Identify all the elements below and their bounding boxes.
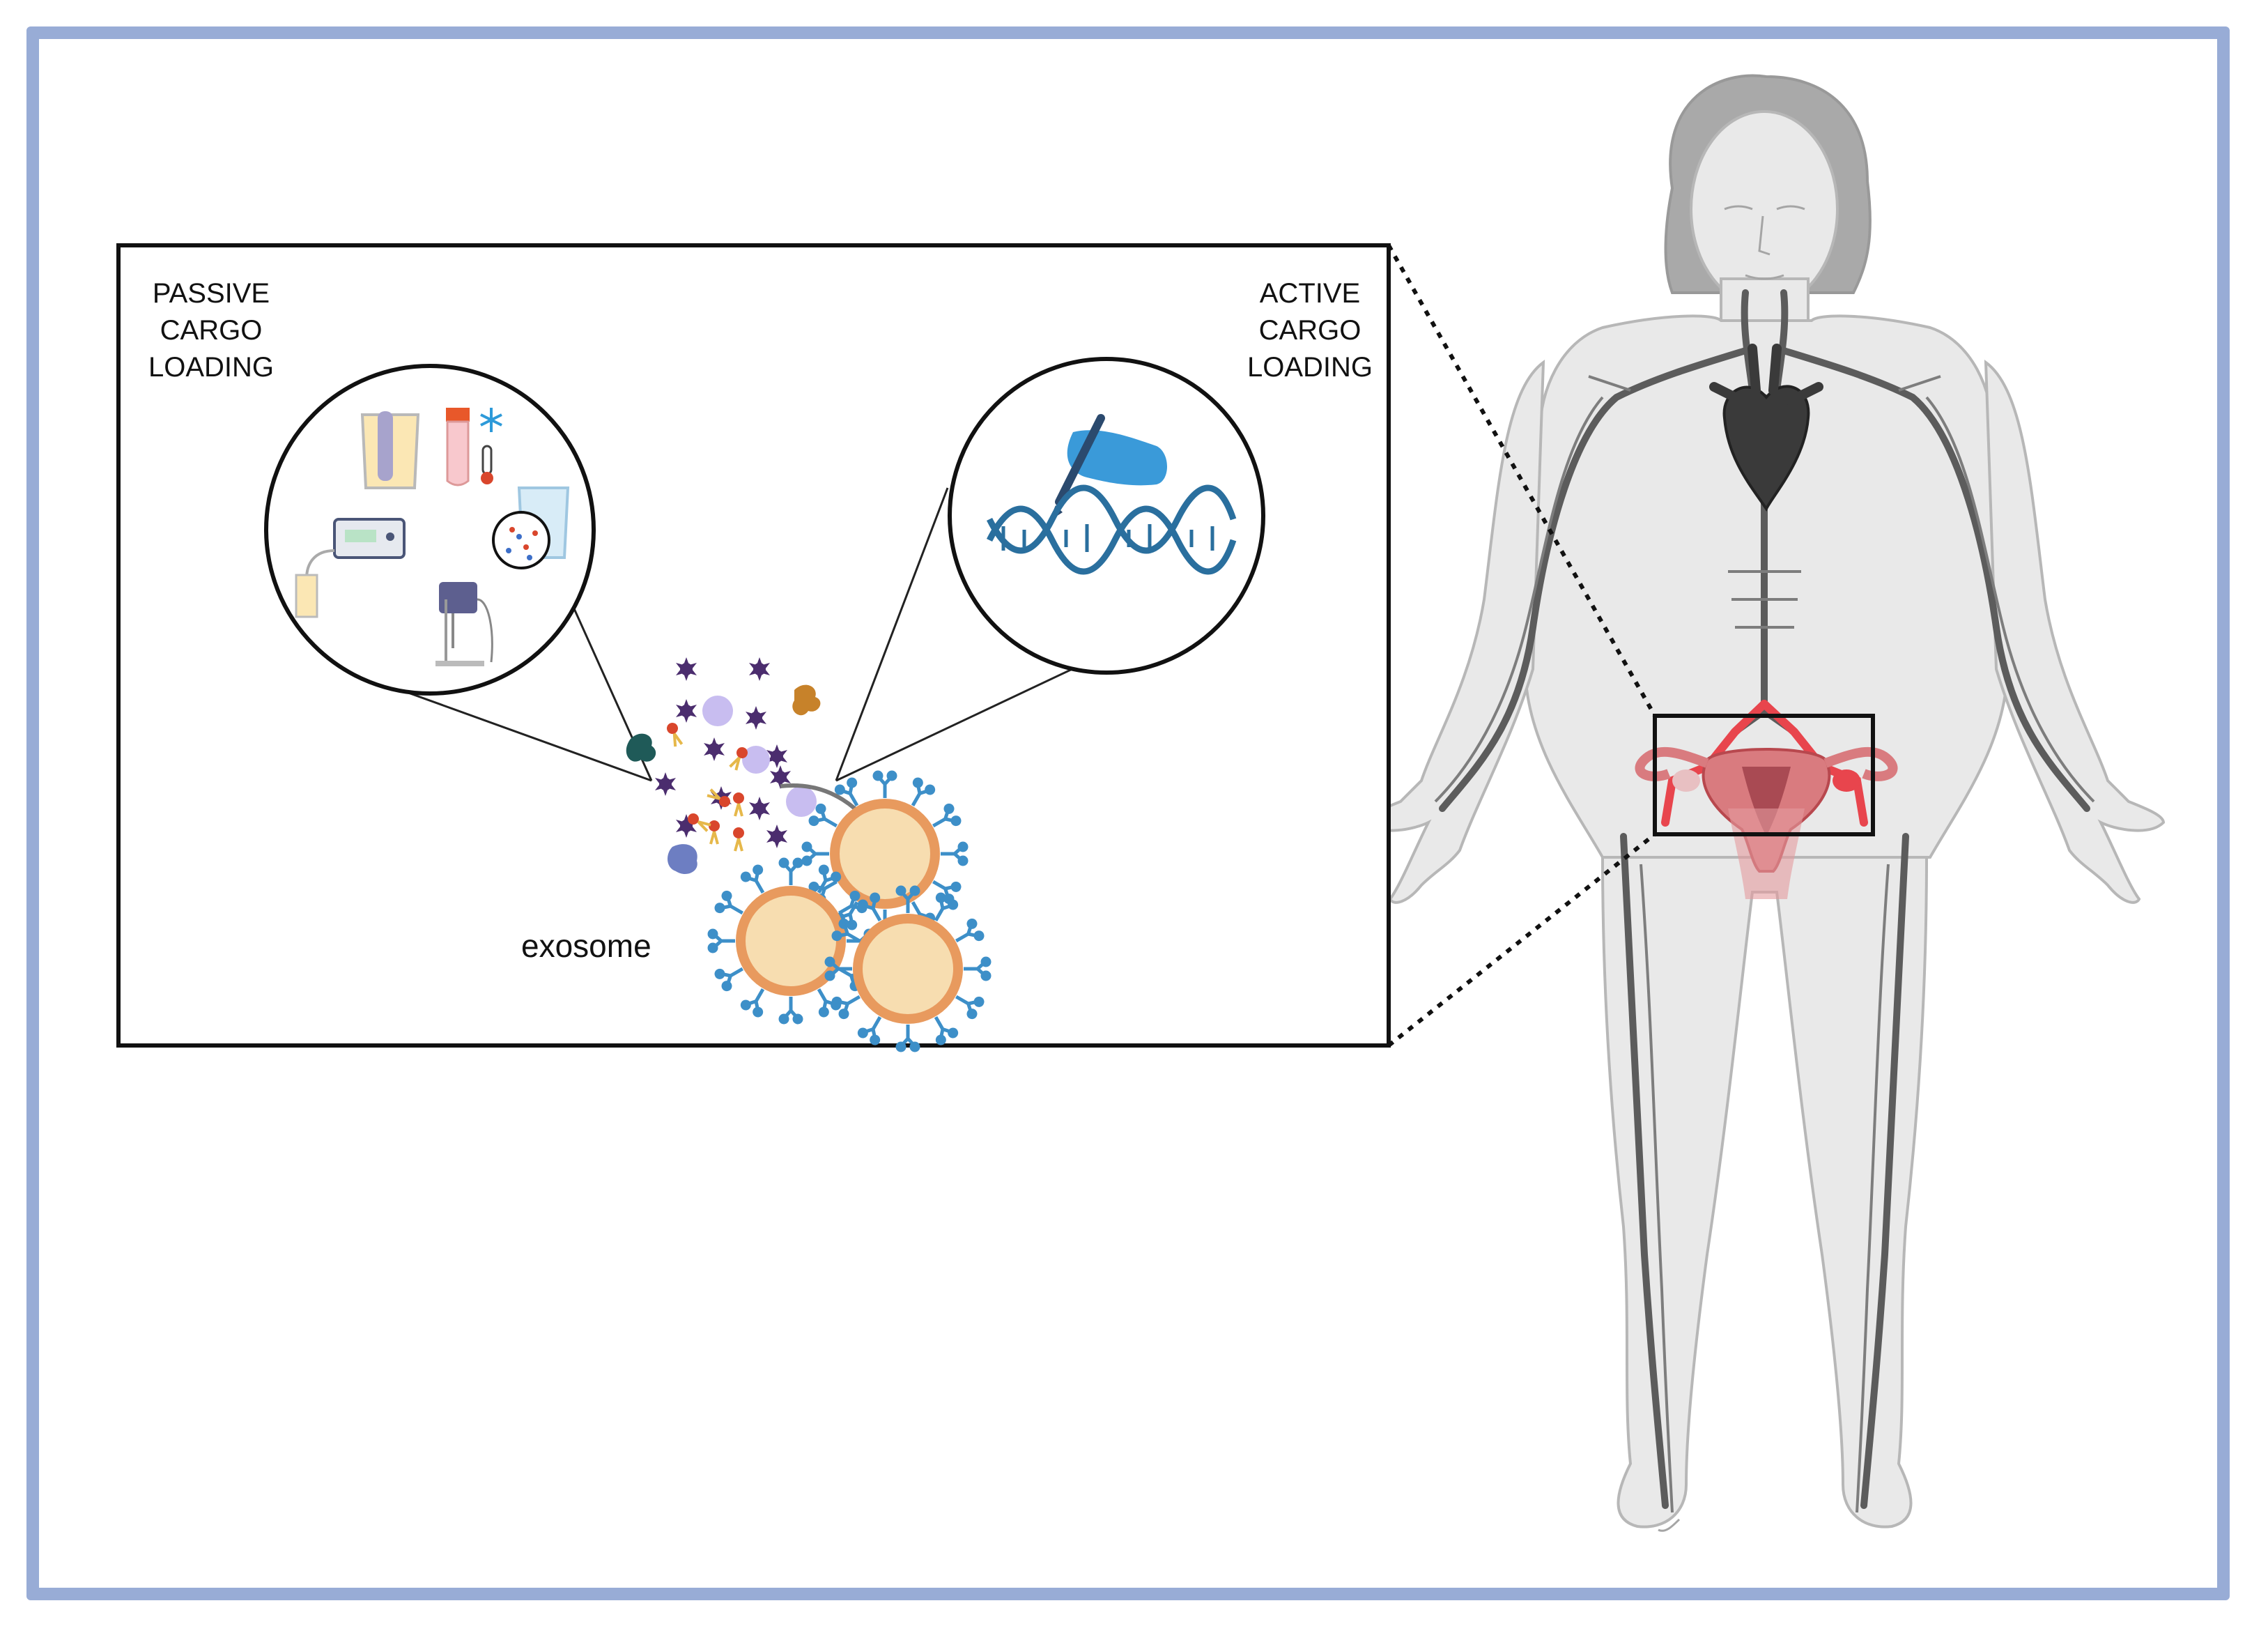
pelvis-highlight-box (1653, 714, 1875, 836)
uterus-icon (1635, 746, 1898, 899)
beaker-mixing-icon (492, 486, 570, 569)
freeze-thaw-tube-icon (446, 408, 470, 486)
heart-icon (1709, 344, 1823, 512)
passive-cargo-loading-label: PASSIVE CARGO LOADING (148, 278, 275, 383)
active-loading-methods-circle (948, 357, 1265, 675)
electroporator-icon (295, 518, 406, 618)
passive-loading-methods-circle (264, 364, 596, 696)
zoom-line-top (1387, 244, 1657, 717)
exosome-label: exosome (521, 928, 651, 964)
beaker-incubation-icon (360, 411, 420, 489)
active-cargo-loading-label: ACTIVE CARGO LOADING (1247, 278, 1373, 383)
human-body-figure (1364, 74, 2166, 1532)
dna-double-helix-icon (986, 484, 1237, 575)
snowflake-icon (480, 408, 502, 432)
thermometer-icon (481, 445, 493, 484)
sonicator-icon (435, 582, 493, 666)
cargo-molecules-cluster (626, 657, 821, 875)
